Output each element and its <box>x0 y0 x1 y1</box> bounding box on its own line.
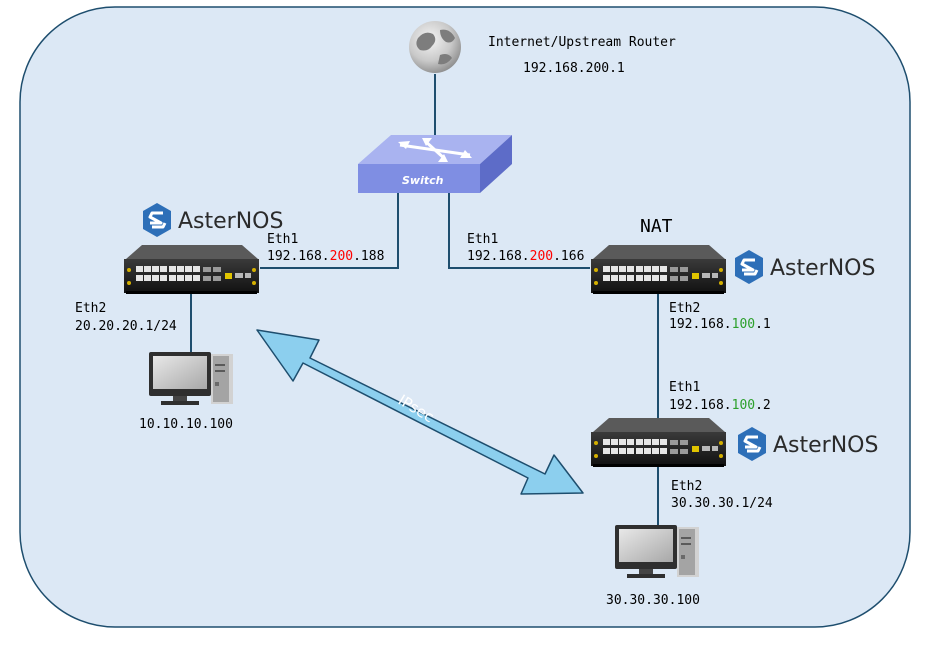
nat-eth1-label: Eth1 <box>467 232 498 247</box>
internet-title: Internet/Upstream Router <box>488 35 676 50</box>
switch-label: Switch <box>402 174 444 187</box>
globe-icon <box>409 21 461 73</box>
router-bottom[interactable] <box>591 418 726 467</box>
nat-title: NAT <box>640 216 673 237</box>
brand-name-left: AsterNOS <box>178 209 283 234</box>
internet-ip: 192.168.200.1 <box>523 61 625 76</box>
network-zone-background <box>19 6 911 628</box>
nat-eth2-label: Eth2 <box>669 301 700 316</box>
ipsec-tunnel-arrow <box>256 329 584 495</box>
link-switch-nat-router <box>448 193 590 269</box>
host-right-ip: 30.30.30.100 <box>606 593 700 608</box>
brand-name-bottom: AsterNOS <box>773 433 878 458</box>
brand-name-nat: AsterNOS <box>770 256 875 281</box>
left-eth1-label: Eth1 <box>267 232 298 247</box>
left-eth1-ip: 192.168.200.188 <box>267 249 384 264</box>
router-nat[interactable] <box>591 245 726 294</box>
bottom-eth1-label: Eth1 <box>669 380 700 395</box>
switch-icon[interactable] <box>358 135 512 193</box>
router-left[interactable] <box>124 245 259 294</box>
link-switch-left-router <box>260 193 399 269</box>
left-eth2-label: Eth2 <box>75 301 106 316</box>
nat-eth2-ip: 192.168.100.1 <box>669 317 771 332</box>
bottom-eth2-label: Eth2 <box>671 479 702 494</box>
bottom-eth1-ip: 192.168.100.2 <box>669 398 771 413</box>
left-eth2-ip: 20.20.20.1/24 <box>75 319 177 334</box>
host-left-ip: 10.10.10.100 <box>139 417 233 432</box>
nat-eth1-ip: 192.168.200.166 <box>467 249 584 264</box>
bottom-eth2-ip: 30.30.30.1/24 <box>671 496 773 511</box>
